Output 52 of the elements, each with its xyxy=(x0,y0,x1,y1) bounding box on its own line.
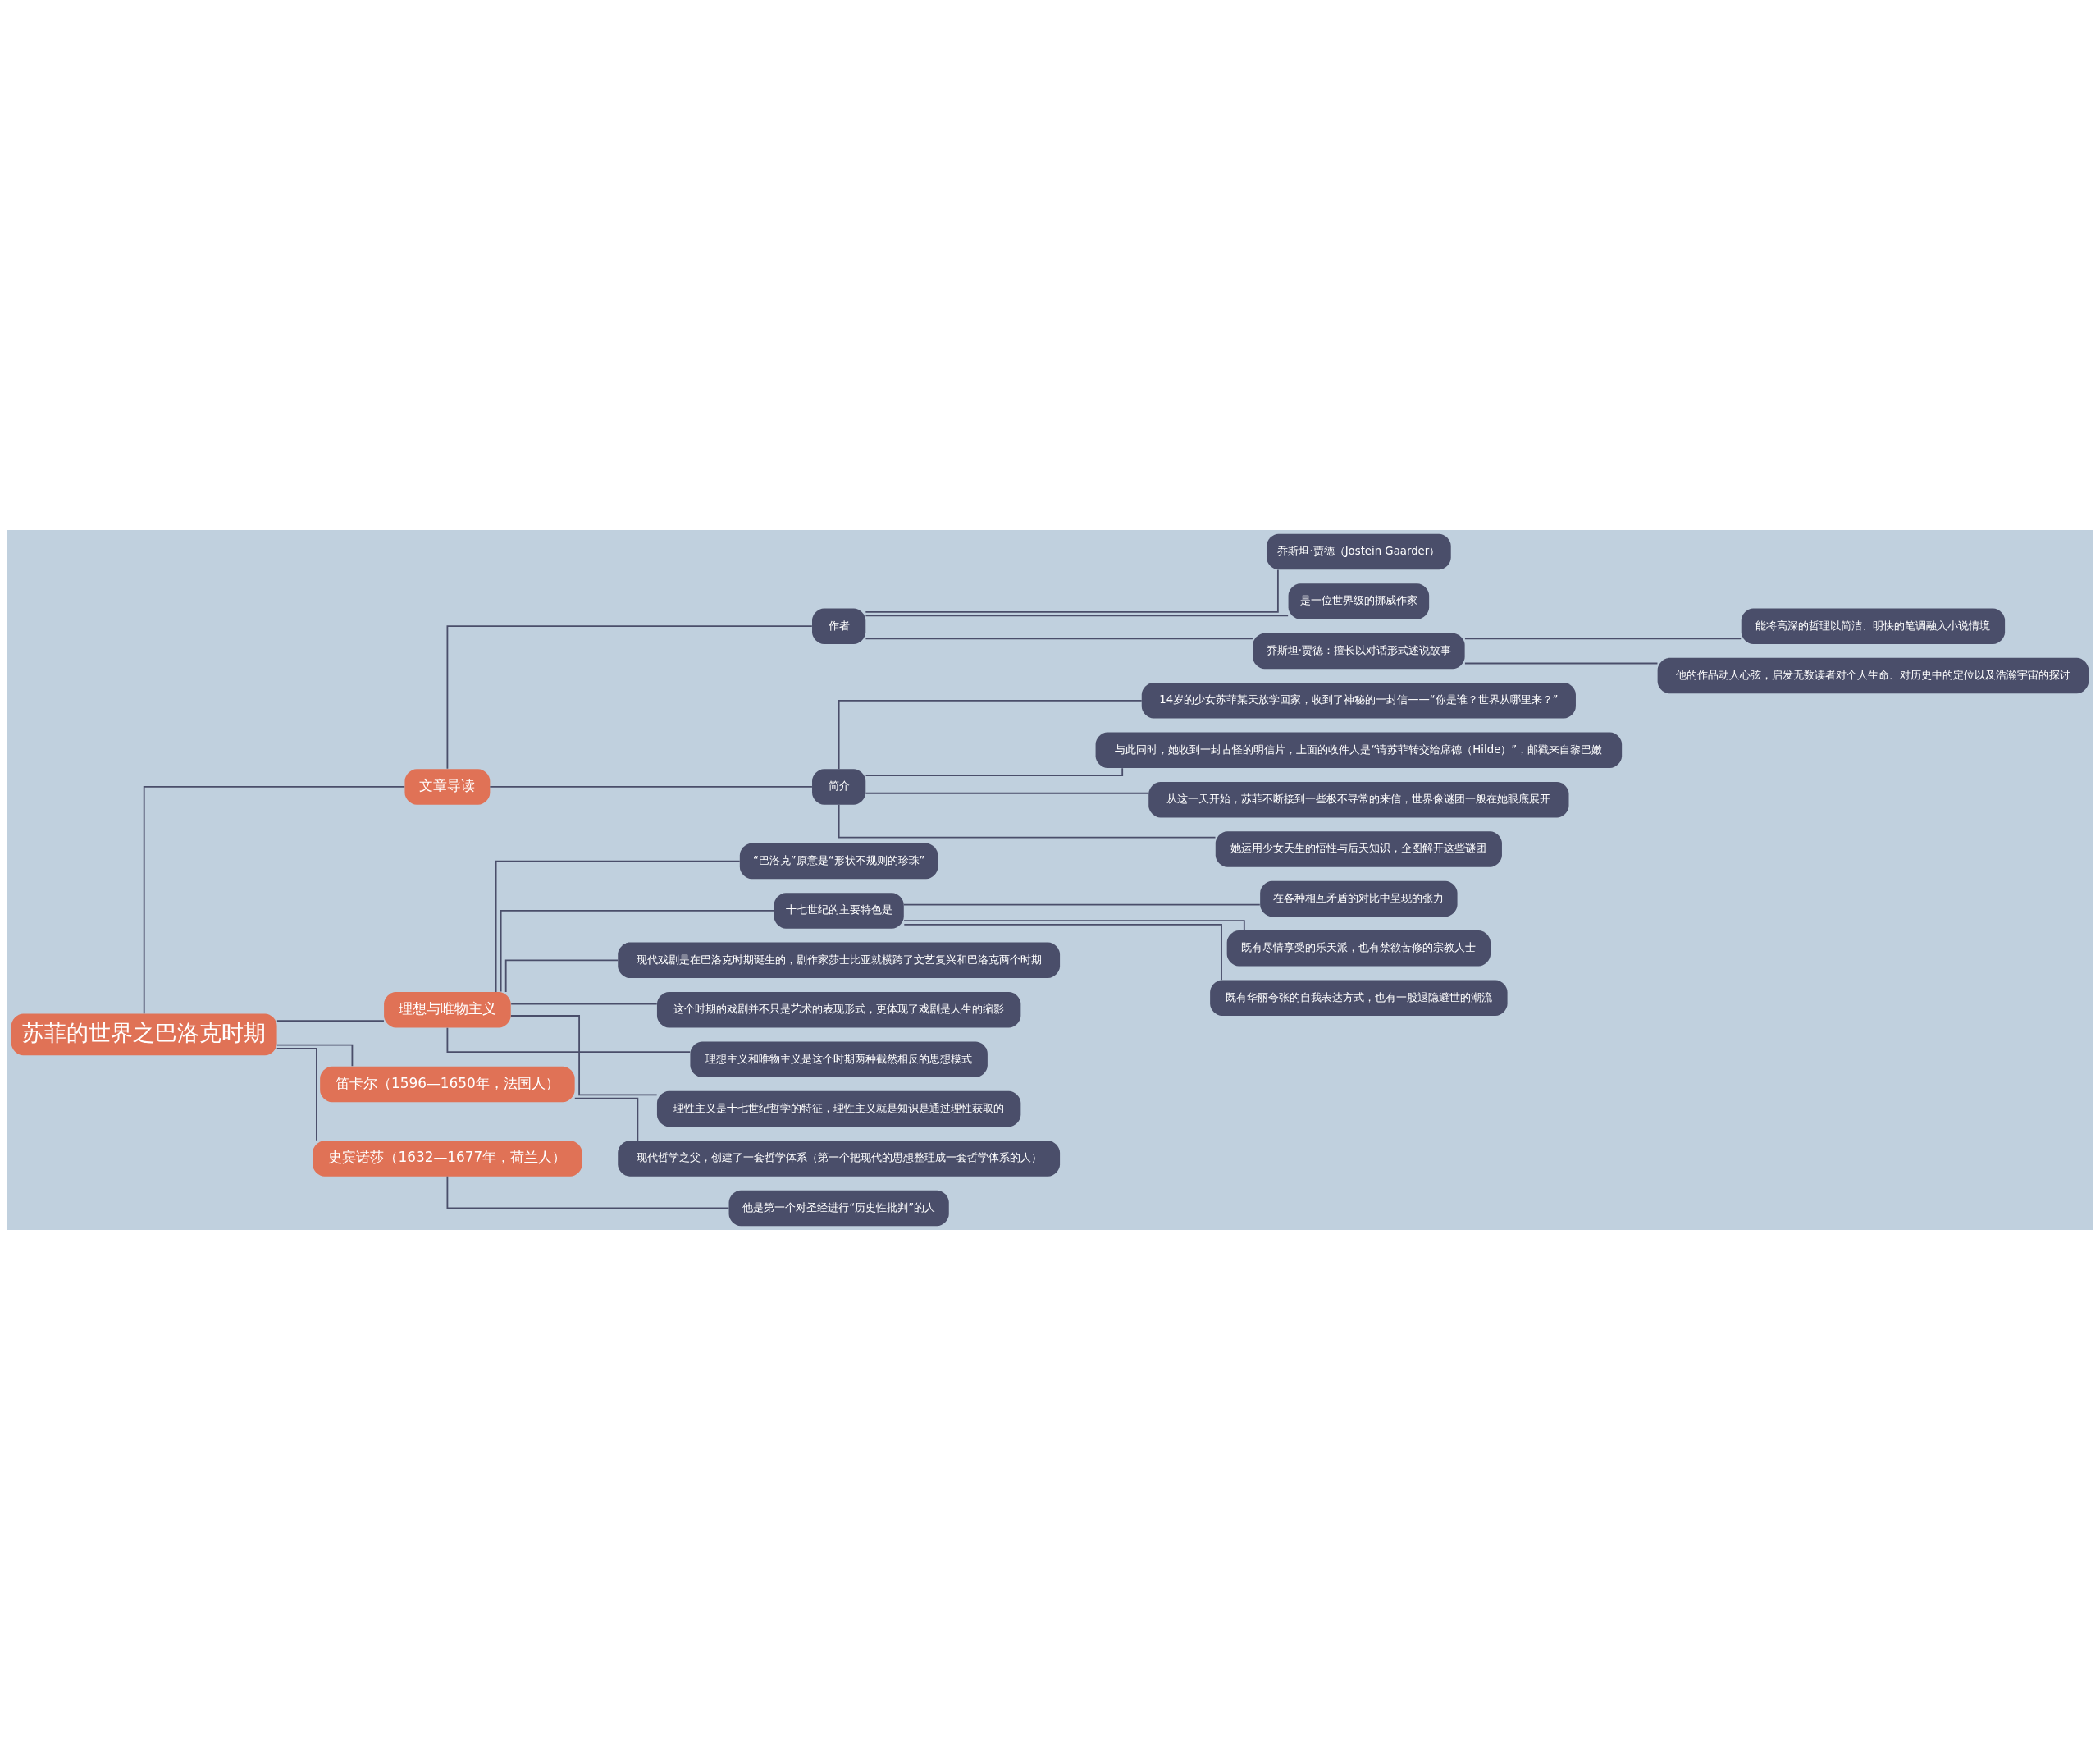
node-box: 乔斯坦·贾德（Jostein Gaarder） xyxy=(1267,533,1451,570)
connector xyxy=(865,792,1150,794)
node-box: 现代哲学之父，创建了一套哲学体系（第一个把现代的思想整理成一套哲学体系的人） xyxy=(618,1141,1061,1177)
connector xyxy=(573,1097,639,1141)
connector xyxy=(865,569,1279,613)
node-box: 她运用少女天生的悟性与后天知识，企图解开这些谜团 xyxy=(1215,831,1502,867)
node-box: 理性主义是十七世纪哲学的特征，理性主义就是知识是通过理性获取的 xyxy=(656,1090,1021,1127)
node-box: 文章导读 xyxy=(404,769,491,805)
connector xyxy=(865,638,1253,640)
connector xyxy=(838,803,1217,839)
node-box: 14岁的少女苏菲某天放学回家，收到了神秘的一封信——“你是谁？世界从哪里来？” xyxy=(1141,683,1576,719)
node-box: 他的作品动人心弦，启发无数读者对个人生命、对历史中的定位以及浩瀚宇宙的探讨 xyxy=(1657,657,2089,694)
connector xyxy=(1464,638,1742,640)
node-box: 作者 xyxy=(812,608,866,644)
node-box: 现代戏剧是在巴洛克时期诞生的，剧作家莎士比亚就横跨了文艺复兴和巴洛克两个时期 xyxy=(618,942,1061,979)
connector xyxy=(495,860,741,993)
connector xyxy=(446,1175,730,1209)
node-box: 这个时期的戏剧并不只是艺术的表现形式，更体现了戏剧是人生的缩影 xyxy=(656,992,1021,1028)
node-box: 理想主义和唯物主义是这个时期两种截然相反的思想模式 xyxy=(690,1041,988,1077)
connector xyxy=(276,1020,385,1022)
connector xyxy=(276,1048,317,1141)
connector xyxy=(1464,662,1659,665)
node-box: 与此同时，她收到一封古怪的明信片，上面的收件人是“请苏菲转交给席德（Hilde）”，邮戳来自黎巴嫩 xyxy=(1095,732,1623,768)
node-box: 简介 xyxy=(812,769,866,805)
node-box: 既有尽情享受的乐天派，也有禁欲苦修的宗教人士 xyxy=(1226,930,1491,967)
connector xyxy=(500,910,775,993)
connector xyxy=(865,615,1290,617)
node-box: 他是第一个对圣经进行“历史性批判”的人 xyxy=(728,1190,949,1227)
connector xyxy=(489,786,813,788)
connector xyxy=(504,959,619,993)
node-box: 史宾诺莎（1632—1677年，荷兰人） xyxy=(313,1141,582,1177)
connector xyxy=(276,1044,354,1067)
connector xyxy=(446,625,813,770)
node-box: 笛卡尔（1596—1650年，法国人） xyxy=(320,1066,575,1103)
connector xyxy=(903,923,1222,981)
node-box: 既有华丽夸张的自我表达方式，也有一股退隐避世的潮流 xyxy=(1210,980,1508,1017)
connector xyxy=(865,767,1124,776)
connector xyxy=(903,903,1261,906)
connector xyxy=(838,699,1143,770)
node-box: 能将高深的哲理以简洁、明快的笔调融入小说情境 xyxy=(1741,608,2006,644)
node-box: “巴洛克”原意是“形状不规则的珍珠” xyxy=(739,843,938,880)
connector xyxy=(903,920,1245,931)
node-box: 乔斯坦·贾德：擅长以对话形式述说故事 xyxy=(1253,633,1465,670)
node-box: 是一位世界级的挪威作家 xyxy=(1288,583,1430,619)
connector xyxy=(510,1015,658,1096)
node-box: 十七世纪的主要特色是 xyxy=(774,893,904,929)
connector xyxy=(143,786,406,1015)
node-box: 从这一天开始，苏菲不断接到一些极不寻常的来信，世界像谜团一般在她眼底展开 xyxy=(1148,781,1569,818)
node-box: 理想与唯物主义 xyxy=(384,992,511,1028)
node-box: 苏菲的世界之巴洛克时期 xyxy=(11,1013,277,1056)
node-box: 在各种相互矛盾的对比中呈现的张力 xyxy=(1260,880,1458,917)
connector xyxy=(510,1003,658,1005)
